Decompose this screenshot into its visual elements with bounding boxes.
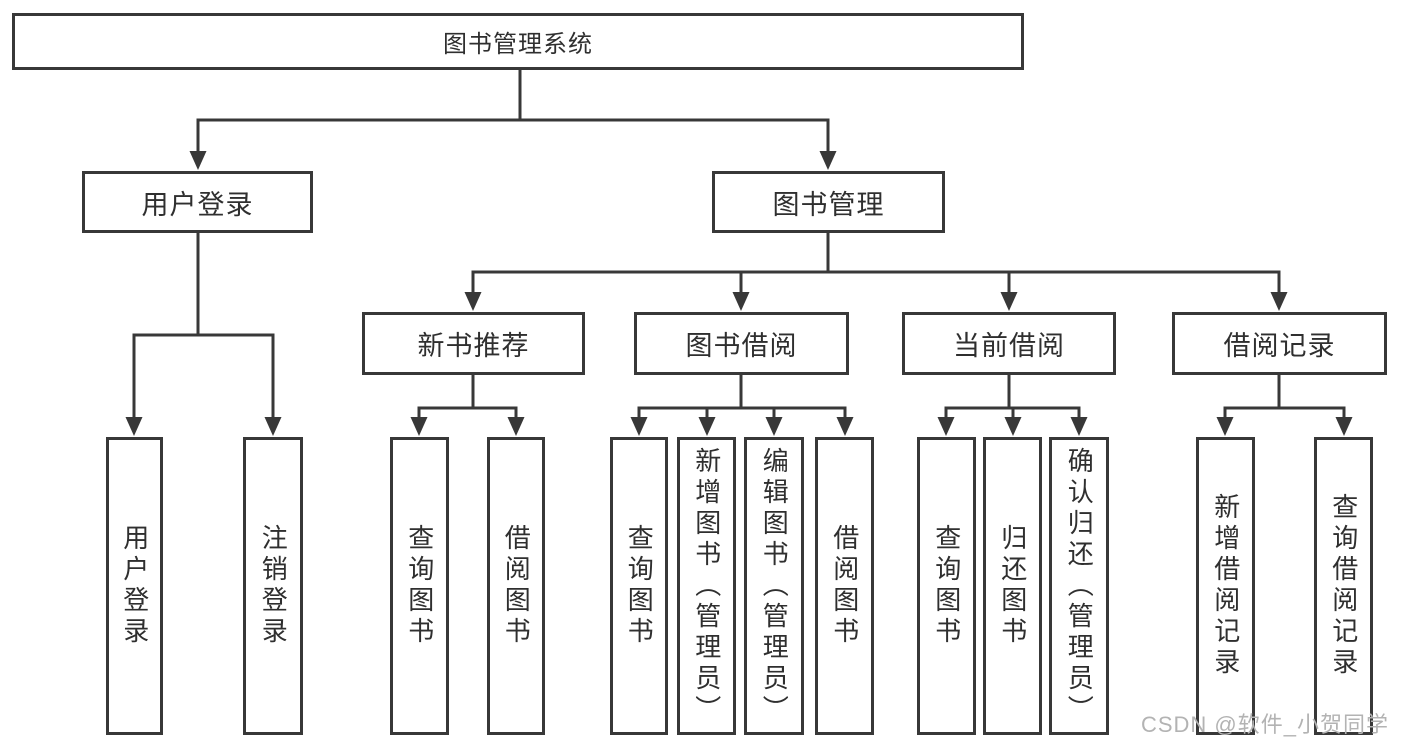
node-add-books-admin-label: 新增图书（管理员） [691, 446, 722, 726]
node-confirm-return-admin: 确认归还（管理员） [1049, 437, 1109, 735]
node-query-borrow-record-label: 查询借阅记录 [1328, 493, 1359, 679]
node-confirm-return-admin-label: 确认归还（管理员） [1064, 446, 1095, 726]
arrowheads [125, 151, 1353, 436]
node-new-book-recommend: 新书推荐 [362, 312, 585, 375]
node-borrow-books-1: 借阅图书 [487, 437, 545, 735]
node-borrow-books-2-label: 借阅图书 [829, 524, 860, 648]
node-query-books-1-label: 查询图书 [404, 524, 435, 648]
node-edit-books-admin-label: 编辑图书（管理员） [759, 446, 790, 726]
node-add-books-admin: 新增图书（管理员） [677, 437, 736, 735]
node-book-borrowing: 图书借阅 [634, 312, 849, 375]
node-return-books-label: 归还图书 [997, 524, 1028, 648]
node-borrow-books-1-label: 借阅图书 [501, 524, 532, 648]
node-current-borrowing: 当前借阅 [902, 312, 1116, 375]
node-user-login: 用户登录 [82, 171, 313, 233]
node-edit-books-admin: 编辑图书（管理员） [744, 437, 804, 735]
node-borrow-books-2: 借阅图书 [815, 437, 874, 735]
node-logout-leaf: 注销登录 [243, 437, 303, 735]
node-root: 图书管理系统 [12, 13, 1024, 70]
node-query-books-1: 查询图书 [390, 437, 449, 735]
node-add-borrow-record: 新增借阅记录 [1196, 437, 1255, 735]
node-return-books: 归还图书 [983, 437, 1042, 735]
node-user-login-leaf-label: 用户登录 [119, 524, 150, 648]
node-user-login-leaf: 用户登录 [106, 437, 163, 735]
node-query-books-3-label: 查询图书 [931, 524, 962, 648]
node-query-borrow-record: 查询借阅记录 [1314, 437, 1373, 735]
csdn-watermark: CSDN @软件_小贺同学 [1140, 712, 1389, 737]
node-borrow-records: 借阅记录 [1172, 312, 1387, 375]
node-query-books-2-label: 查询图书 [624, 524, 655, 648]
node-logout-leaf-label: 注销登录 [258, 524, 289, 648]
node-query-books-2: 查询图书 [610, 437, 668, 735]
node-add-borrow-record-label: 新增借阅记录 [1210, 493, 1241, 679]
node-query-books-3: 查询图书 [917, 437, 976, 735]
node-book-management: 图书管理 [712, 171, 945, 233]
